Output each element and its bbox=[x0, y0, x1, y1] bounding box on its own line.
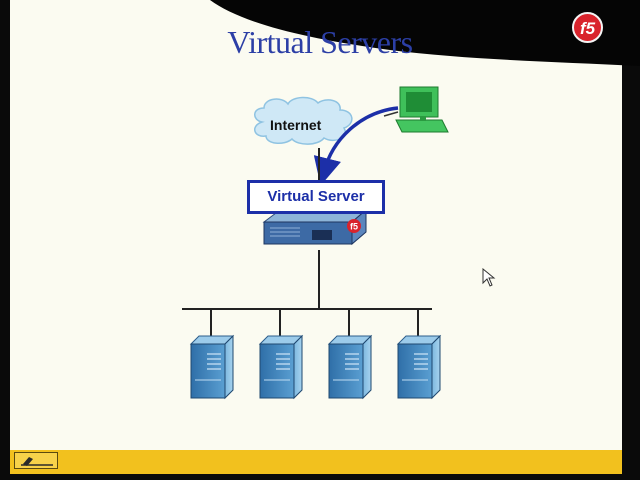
f5-logo: f5 bbox=[572, 12, 603, 43]
virtual-server-label: Virtual Server bbox=[267, 188, 365, 205]
top-black-swoosh bbox=[210, 0, 640, 66]
internet-cloud-icon bbox=[254, 96, 353, 145]
server-tower-icon bbox=[396, 334, 442, 400]
virtual-server-box: Virtual Server bbox=[247, 180, 385, 214]
load-balancer-appliance-icon: f5 bbox=[262, 208, 368, 246]
desktop-computer-icon bbox=[395, 86, 449, 133]
slide-title: Virtual Servers bbox=[227, 24, 413, 60]
appliance-f5-logo: f5 bbox=[350, 222, 358, 232]
internet-label: Internet bbox=[270, 117, 322, 133]
footer-bar bbox=[10, 450, 622, 474]
pencil-icon[interactable] bbox=[14, 452, 58, 469]
server-tower-icon bbox=[189, 334, 235, 400]
mouse-pointer-icon bbox=[482, 268, 496, 287]
server-tower-icon bbox=[258, 334, 304, 400]
traffic-arrow bbox=[313, 106, 399, 186]
client-link-line bbox=[383, 111, 399, 117]
server-tower-icon bbox=[327, 334, 373, 400]
